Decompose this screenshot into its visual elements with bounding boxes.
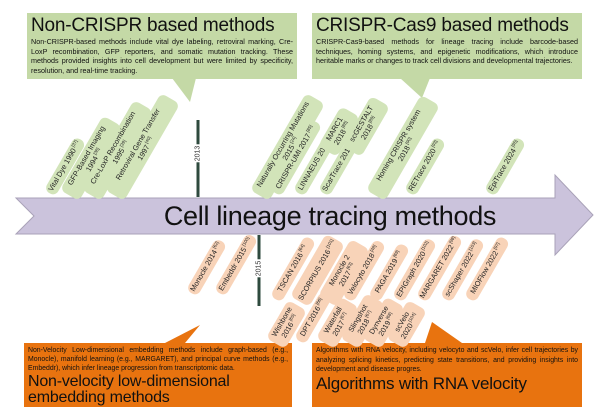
method-reference: [64] [296, 243, 306, 254]
non-velocity-callout-tail [165, 325, 200, 343]
method-reference: [93] [429, 139, 439, 150]
method-reference: [85] [304, 124, 314, 135]
rna-velocity-callout-tail [425, 322, 462, 343]
non-crispr-callout: Non-CRISPR based methods Non-CRISPR-base… [27, 13, 297, 79]
non-crispr-description: Non-CRISPR-based methods include vital d… [31, 37, 293, 75]
method-reference: [48] [368, 243, 378, 254]
timeline-arrow [14, 173, 594, 257]
year-marker-2015: 2015 [255, 259, 263, 278]
method-reference: [97] [491, 241, 501, 252]
non-crispr-callout-tail [172, 78, 196, 102]
non-velocity-title: Non-velocity low-dimensional embedding m… [28, 373, 230, 406]
rna-velocity-description: Algorithms with RNA velocity, including … [316, 347, 578, 374]
rna-velocity-callout: Algorithms with RNA velocity, including … [312, 343, 582, 407]
timeline-title: Cell lineage tracing methods [163, 201, 497, 231]
method-reference: [62] [211, 240, 220, 251]
rna-velocity-title: Algorithms with RNA velocity [316, 373, 527, 393]
crispr-callout: CRISPR-Cas9 based methods CRISPR-Cas9-ba… [312, 13, 582, 79]
non-crispr-title: Non-CRISPR based methods [31, 15, 275, 36]
method-reference: [101] [323, 237, 334, 251]
method-reference: [37] [69, 138, 79, 150]
non-velocity-callout: Non-Velocity Low-dimensional embedding m… [24, 343, 292, 407]
crispr-description: CRISPR-Cas9-based methods for lineage tr… [316, 37, 578, 66]
crispr-callout-tail [400, 78, 430, 98]
year-marker-2013: 2013 [194, 144, 202, 163]
method-reference: [95] [509, 139, 519, 150]
method-reference: [98] [447, 235, 457, 246]
crispr-title: CRISPR-Cas9 based methods [316, 15, 569, 36]
non-velocity-description: Non-Velocity Low-dimensional embedding m… [28, 347, 288, 372]
method-reference: [69] [391, 249, 401, 260]
